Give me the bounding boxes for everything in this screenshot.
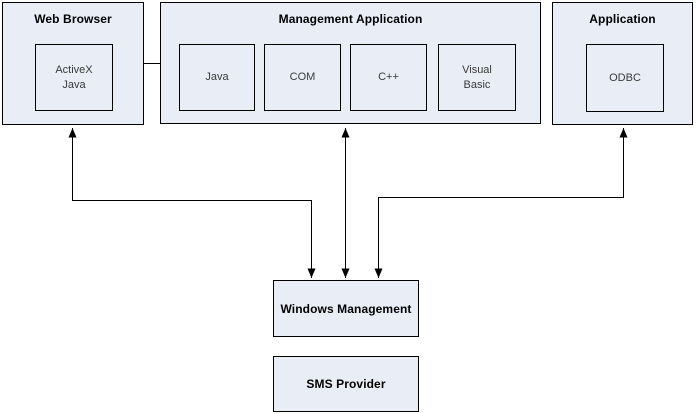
cpp-label: C++	[378, 71, 399, 84]
odbc-label: ODBC	[609, 71, 641, 84]
java-label: Java	[205, 71, 229, 84]
application-title: Application	[589, 12, 656, 26]
arrow-application-windows-management	[374, 128, 628, 278]
management-application-title: Management Application	[278, 12, 423, 26]
inner-box-visual-basic: Visual Basic	[438, 44, 516, 111]
inner-box-odbc: ODBC	[586, 44, 664, 112]
box-management-application: Management Application Java COM C++ Visu…	[160, 2, 541, 124]
web-browser-title: Web Browser	[34, 12, 112, 26]
windows-management-title: Windows Management	[280, 301, 412, 316]
inner-box-cpp: C++	[350, 44, 427, 111]
box-sms-provider: SMS Provider	[273, 356, 419, 412]
inner-box-java: Java	[179, 44, 255, 111]
inner-box-com: COM	[264, 44, 341, 111]
visual-basic-label: Visual Basic	[462, 63, 492, 91]
activex-java-label: ActiveX Java	[55, 63, 93, 91]
box-web-browser: Web Browser ActiveX Java	[2, 2, 144, 125]
com-label: COM	[289, 71, 316, 84]
sms-provider-title: SMS Provider	[306, 377, 386, 391]
box-application: Application ODBC	[552, 2, 693, 125]
inner-box-activex-java: ActiveX Java	[35, 44, 113, 111]
arrow-web-browser-windows-management	[68, 128, 316, 278]
box-windows-management: Windows Management	[273, 280, 419, 337]
